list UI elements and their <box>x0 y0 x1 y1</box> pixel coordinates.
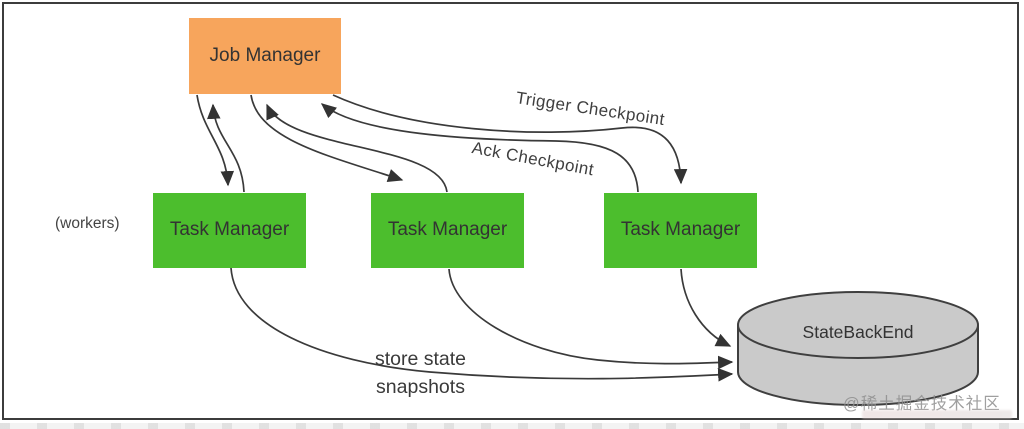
state-backend-label: StateBackEnd <box>802 322 914 342</box>
edge-tm2-to-statebackend <box>448 268 734 370</box>
workers-annotation: (workers) <box>55 215 120 232</box>
edge-tm1-to-statebackend <box>230 267 734 382</box>
task-manager-label: Task Manager <box>387 219 508 241</box>
task-manager-label: Task Manager <box>620 219 741 241</box>
store-state-snapshots-annotation: store state snapshots <box>374 348 467 398</box>
watermark-url-faint <box>862 410 1012 419</box>
state-backend-cylinder <box>737 291 979 406</box>
watermark-text: @稀土掘金技术社区 <box>843 395 1001 413</box>
task-manager-node-2: Task Manager <box>371 193 524 268</box>
cropped-edge-strip <box>0 423 1024 429</box>
edge-tm3-to-statebackend <box>680 268 732 347</box>
edge-ack-checkpoint <box>320 103 639 193</box>
job-manager-label: Job Manager <box>209 44 321 66</box>
edge-jm-to-tm1 <box>196 94 235 187</box>
edge-trigger-checkpoint <box>332 94 688 185</box>
task-manager-label: Task Manager <box>169 219 290 241</box>
task-manager-node-1: Task Manager <box>153 193 306 268</box>
edge-tm2-to-jm <box>266 103 448 193</box>
task-manager-node-3: Task Manager <box>604 193 757 268</box>
edge-jm-to-tm2 <box>250 94 404 183</box>
job-manager-node: Job Manager <box>189 18 341 94</box>
edge-tm1-to-jm <box>206 103 245 193</box>
